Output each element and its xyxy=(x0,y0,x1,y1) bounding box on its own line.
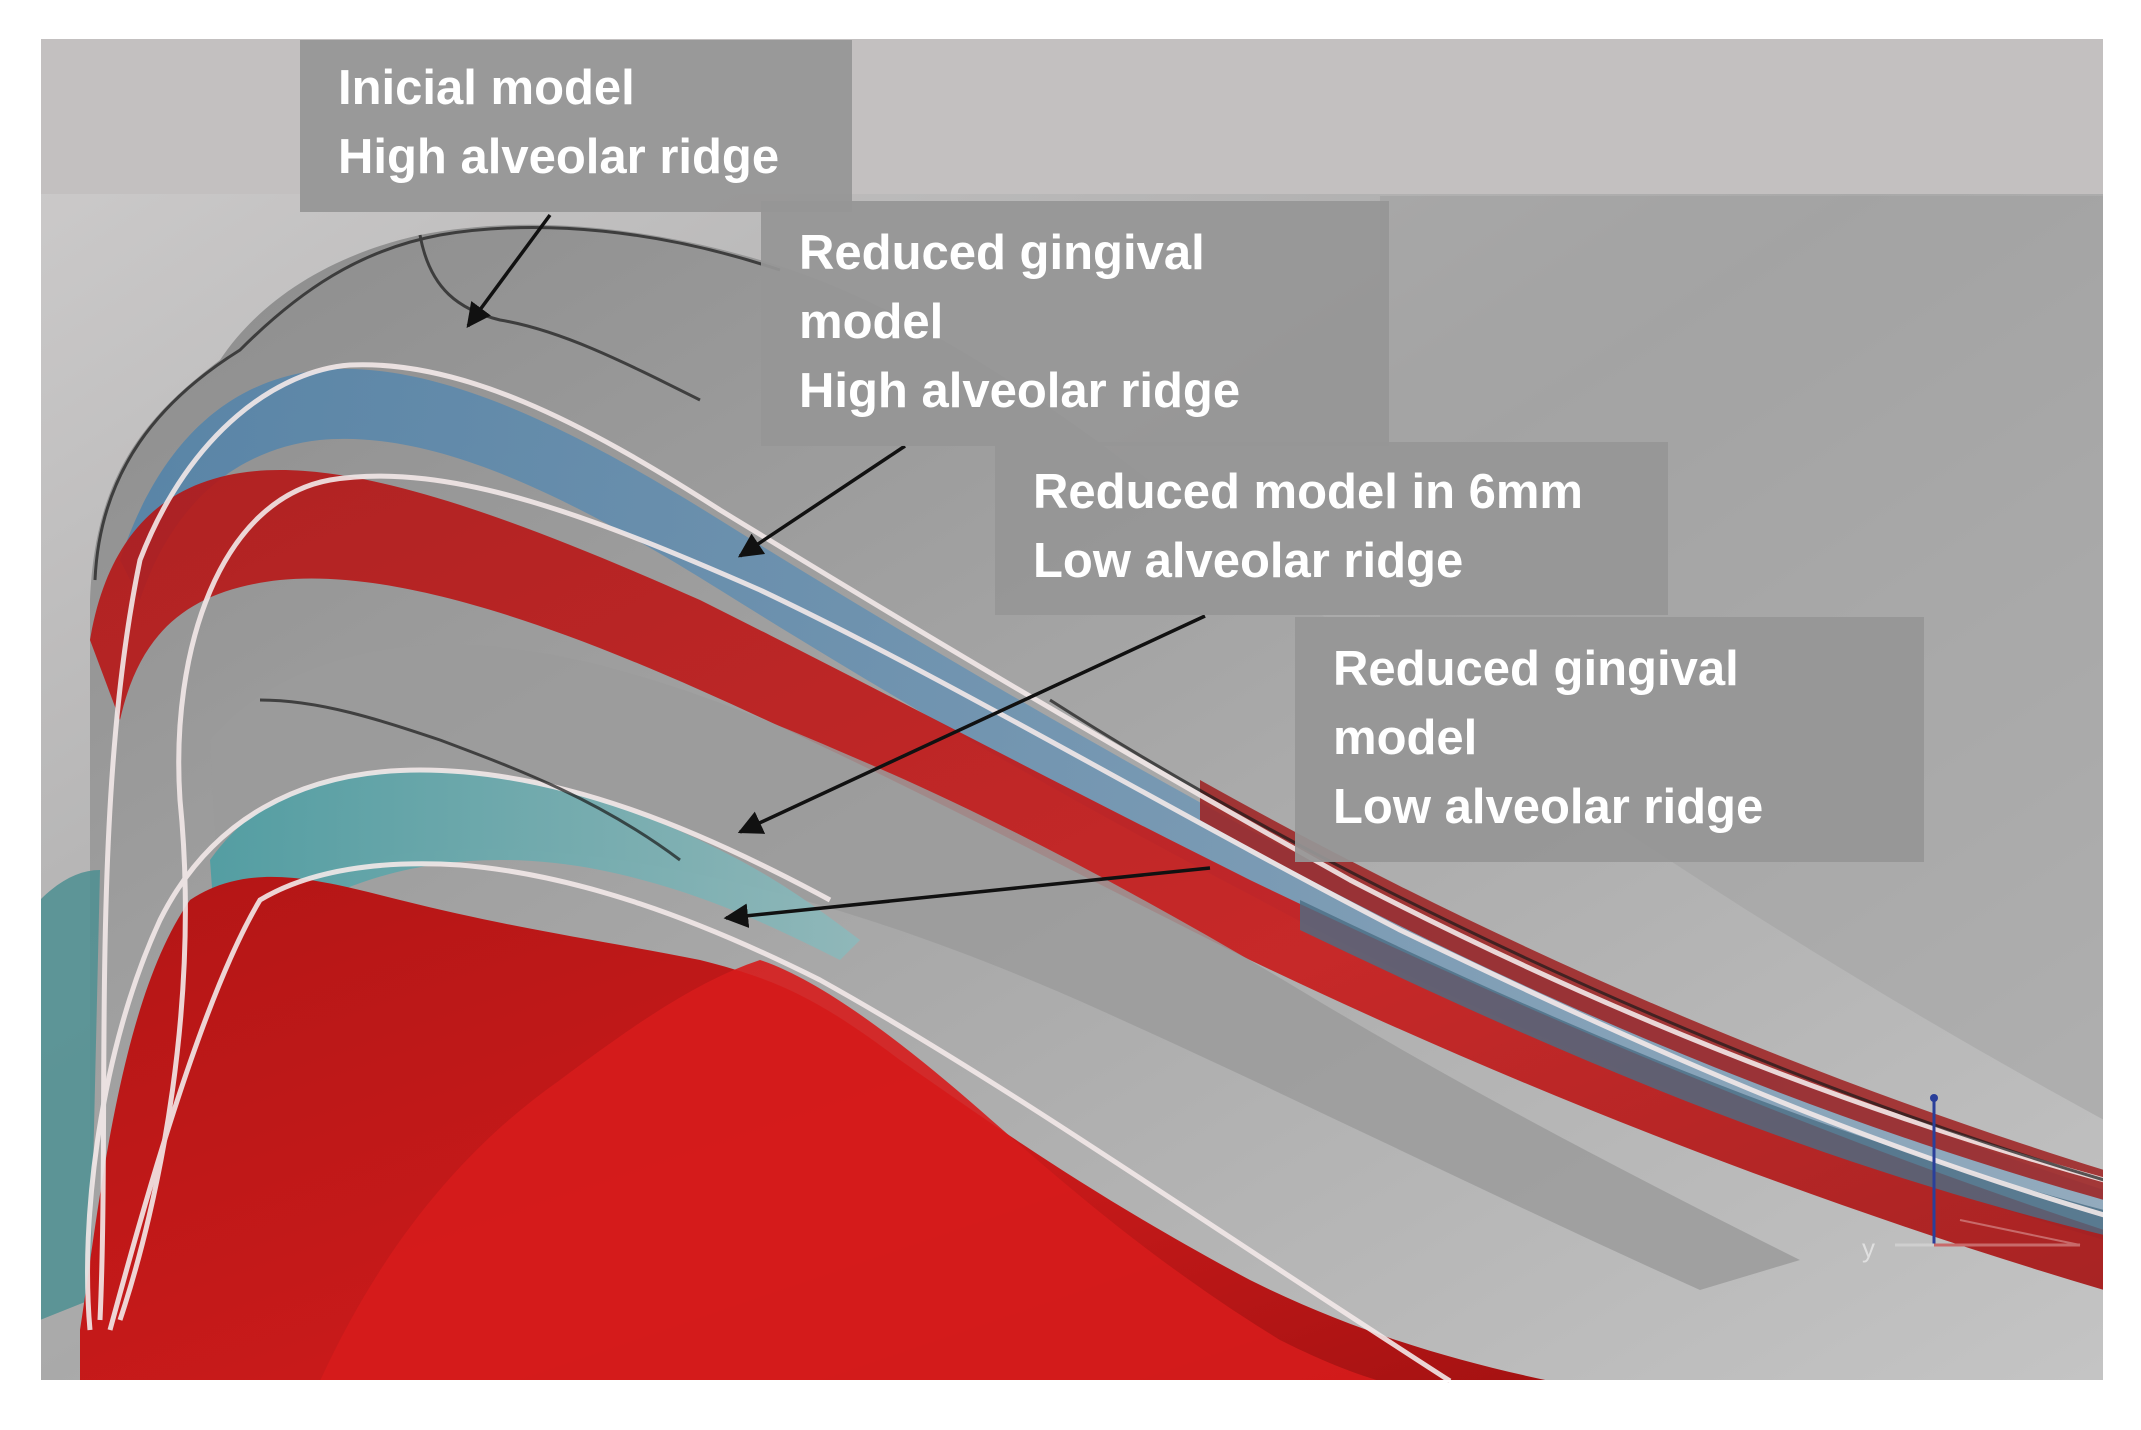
arrow-reduced-6mm-low xyxy=(737,614,1206,834)
label-line: Reduced model in 6mm xyxy=(1033,465,1584,519)
label-reduced-gingival-low-ridge: Reduced gingival model Low alveolar ridg… xyxy=(1295,617,1924,862)
label-line: Reduced gingival xyxy=(1333,642,1739,696)
label-line: Inicial model xyxy=(338,61,635,115)
label-line: model xyxy=(1333,711,1478,765)
label-reduced-6mm-low-ridge: Reduced model in 6mm Low alveolar ridge xyxy=(995,442,1668,615)
axis-x-diag xyxy=(1959,1219,2081,1246)
page-border xyxy=(39,37,2105,1382)
axis-z-tip xyxy=(1930,1094,1938,1102)
leader-arrows xyxy=(466,213,1211,928)
label-line: Low alveolar ridge xyxy=(1033,534,1464,588)
label-line: High alveolar ridge xyxy=(338,130,780,184)
label-line: Reduced gingival xyxy=(799,226,1205,280)
axis-y-label: y xyxy=(1862,1233,1875,1263)
label-initial-model-high-ridge: Inicial model High alveolar ridge xyxy=(300,40,852,212)
label-line: Low alveolar ridge xyxy=(1333,780,1764,834)
arrow-reduced-gingival-low xyxy=(723,866,1211,928)
teal-gingival-band xyxy=(210,770,860,1000)
red-base-highlight xyxy=(320,960,1380,1381)
label-reduced-gingival-high-ridge: Reduced gingival model High alveolar rid… xyxy=(761,201,1389,446)
axis-triad: y xyxy=(1862,1094,2081,1263)
label-line: model xyxy=(799,295,944,349)
arrow-reduced-gingival-high xyxy=(737,444,906,558)
label-line: High alveolar ridge xyxy=(799,364,1241,418)
black-contour-lines xyxy=(93,226,2105,1182)
teal-left-tissue xyxy=(40,870,100,1320)
right-trailing-band-red xyxy=(1200,780,2104,1200)
arrow-initial-model xyxy=(466,213,552,328)
white-contour-lines xyxy=(85,362,2105,1384)
